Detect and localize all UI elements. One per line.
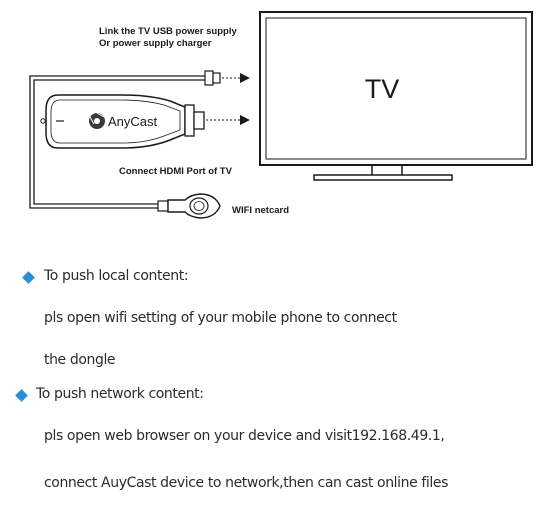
local-content-heading: To push local content: <box>44 268 189 284</box>
network-content-heading: To push network content: <box>36 386 204 402</box>
arrow-right-icon <box>240 73 250 83</box>
wifi-netcard <box>157 193 221 219</box>
anycast-dongle: AnyCast <box>40 94 205 149</box>
bullet-diamond-icon <box>22 271 35 284</box>
network-content-line-2: connect AuyCast device to network,then c… <box>44 475 449 491</box>
local-content-line-1: pls open wifi setting of your mobile pho… <box>44 310 397 326</box>
power-supply-label-line2: Or power supply charger <box>99 38 212 49</box>
tv-illustration: TV <box>259 11 533 181</box>
dongle-brand-label: AnyCast <box>108 114 158 129</box>
hdmi-port-label: Connect HDMI Port of TV <box>119 166 233 177</box>
arrow-right-icon <box>240 115 250 125</box>
anycast-logo-icon <box>89 112 105 129</box>
tv-label: TV <box>365 74 400 104</box>
hdmi-connector <box>193 111 205 130</box>
power-supply-label-line1: Link the TV USB power supply <box>99 26 237 37</box>
bullet-diamond-icon <box>15 389 28 402</box>
network-content-line-1: pls open web browser on your device and … <box>44 428 445 444</box>
usb-plug-icon <box>204 70 221 86</box>
tv-screen <box>265 17 527 160</box>
connection-diagram: TV Link the TV USB power supply Or power… <box>29 11 533 219</box>
wifi-netcard-label: WIFI netcard <box>232 205 289 216</box>
local-content-line-2: the dongle <box>44 352 116 368</box>
usb-power-cable <box>29 75 213 209</box>
tv-stand <box>313 174 453 181</box>
